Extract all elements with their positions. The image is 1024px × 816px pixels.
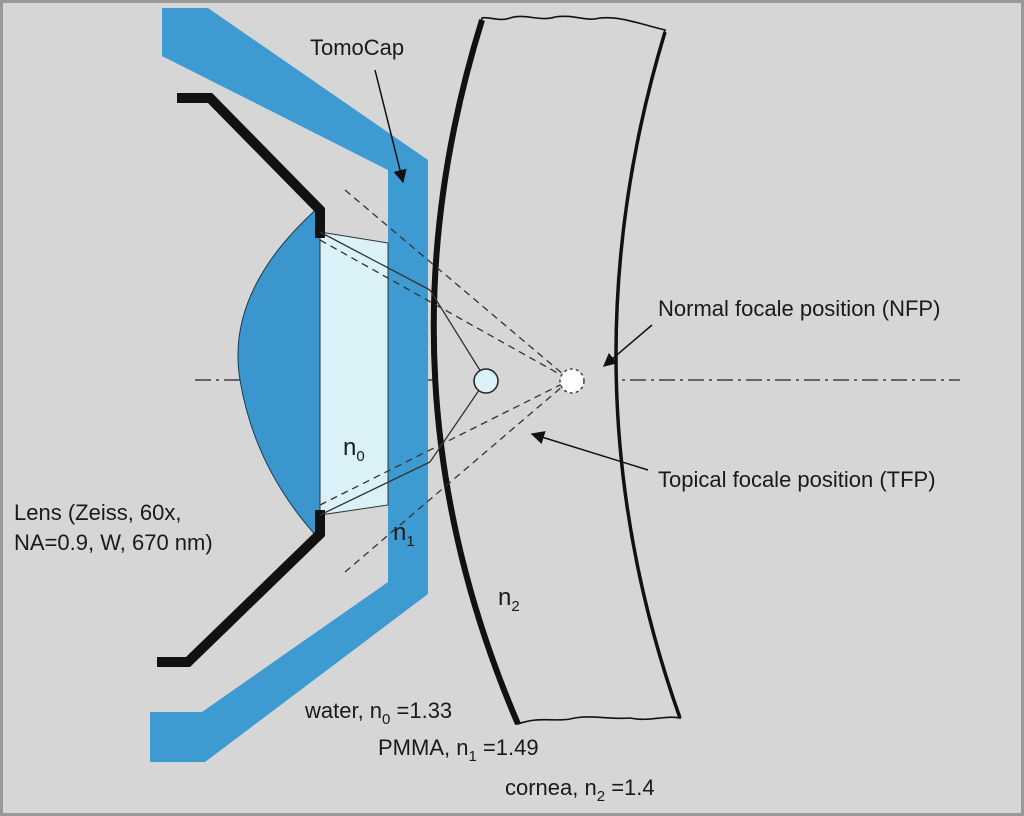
cornea-anterior-surface — [430, 19, 521, 726]
cornea-index-value: =1.4 — [605, 775, 655, 800]
water-index-value: =1.33 — [390, 698, 452, 723]
pmma-index-text: PMMA, n — [378, 735, 468, 760]
ray-topical-upper-1 — [319, 231, 431, 291]
objective-housing-top — [177, 93, 325, 238]
cornea-index-text: cornea, n — [505, 775, 597, 800]
water-index-label: water, n0 =1.33 — [304, 698, 452, 728]
ray-topical-lower-2 — [429, 379, 487, 463]
ray-cone-upper — [344, 189, 571, 381]
tomocap-label: TomoCap — [310, 35, 404, 60]
tfp-label: Topical focale position (TFP) — [658, 467, 936, 492]
objective-lens — [237, 204, 321, 542]
cornea-index-subscript: 2 — [597, 788, 605, 805]
n2-subscript: 2 — [511, 598, 519, 615]
nfp-arrow — [602, 324, 653, 367]
n0-subscript: 0 — [356, 448, 364, 465]
water-layer — [319, 231, 389, 516]
tomocap-window — [388, 170, 428, 582]
water-index-subscript: 0 — [382, 711, 390, 728]
water-index-text: water, n — [304, 698, 382, 723]
lens-label-line2: NA=0.9, W, 670 nm) — [14, 530, 213, 555]
n2-symbol: n — [498, 584, 511, 611]
ray-normal-lower — [319, 379, 571, 506]
objective-housing-bottom — [157, 510, 325, 667]
pmma-index-subscript: 1 — [468, 748, 476, 765]
tomocap-arrow — [374, 69, 407, 184]
normal-focal-point — [559, 368, 585, 394]
n1-symbol: n — [393, 519, 406, 546]
tomocap-housing-bottom — [150, 582, 428, 762]
n0-symbol: n — [343, 434, 356, 461]
cornea-index-label: cornea, n2 =1.4 — [505, 775, 655, 805]
ray-cone-lower — [344, 379, 571, 573]
cornea-posterior-surface — [614, 31, 682, 719]
lens-label-line1: Lens (Zeiss, 60x, — [14, 500, 182, 525]
n1-subscript: 1 — [406, 533, 414, 550]
pmma-index-label: PMMA, n1 =1.49 — [378, 735, 539, 765]
n1-label: n1 — [393, 519, 415, 550]
ray-topical-upper-2 — [429, 289, 487, 381]
tfp-arrow — [530, 431, 649, 471]
n2-label: n2 — [498, 584, 520, 615]
n0-label: n0 — [343, 434, 365, 465]
nfp-label: Normal focale position (NFP) — [658, 296, 940, 321]
pmma-index-value: =1.49 — [477, 735, 539, 760]
topical-focal-point — [473, 368, 499, 394]
tomocap-housing-top — [162, 8, 428, 170]
ray-topical-lower-1 — [319, 461, 431, 516]
